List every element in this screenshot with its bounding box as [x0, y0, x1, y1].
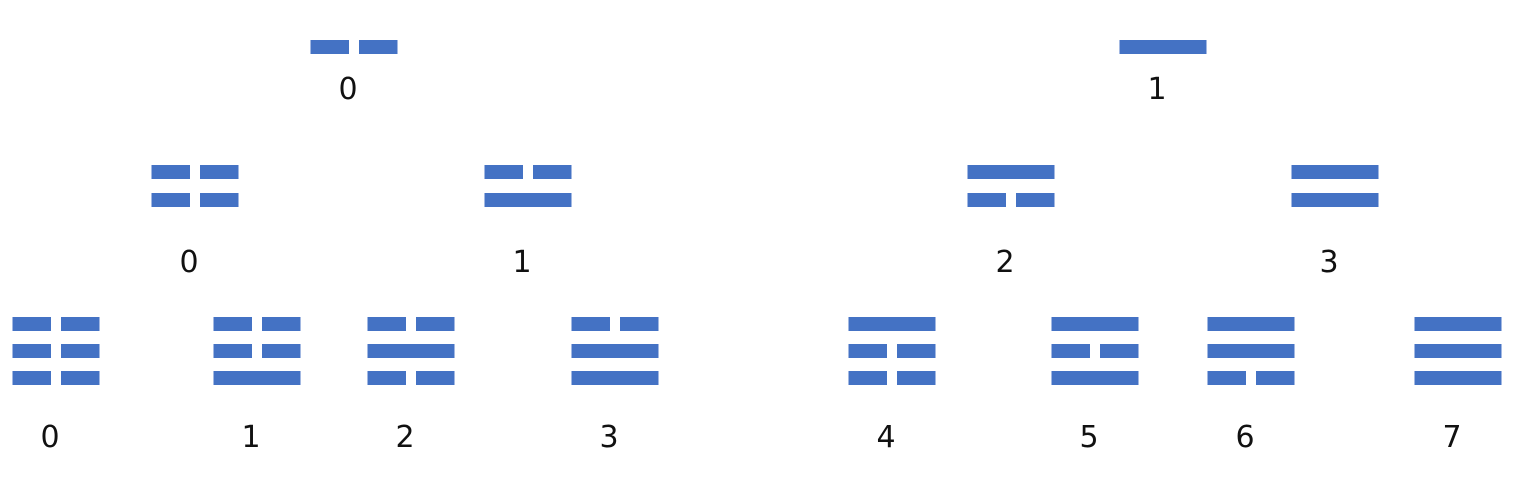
solid-line [1414, 371, 1502, 385]
broken-line-segment [967, 193, 1006, 207]
symbol-number-label: 2 [395, 420, 414, 455]
broken-line-segment [848, 371, 887, 385]
symbol-number-label: 0 [40, 420, 59, 455]
broken-line-segment [1207, 371, 1246, 385]
symbol-number-label: 3 [599, 420, 618, 455]
broken-line-segment [61, 371, 100, 385]
broken-line-segment [484, 165, 523, 179]
broken-line-segment [367, 317, 406, 331]
solid-line [1051, 371, 1139, 385]
symbol-number-label: 0 [338, 72, 357, 107]
symbol-number-label: 1 [512, 245, 531, 280]
solid-line [1051, 317, 1139, 331]
solid-line [967, 165, 1055, 179]
broken-line-segment [151, 193, 190, 207]
symbol-number-label: 0 [179, 245, 198, 280]
symbol-3-5: 5 [1051, 317, 1139, 455]
solid-line [484, 193, 572, 207]
solid-line [1207, 344, 1295, 358]
broken-line-segment [262, 317, 301, 331]
solid-line [367, 344, 455, 358]
symbol-3-2: 2 [367, 317, 455, 455]
broken-line-segment [897, 344, 936, 358]
symbol-number-label: 2 [995, 245, 1014, 280]
solid-line [1207, 317, 1295, 331]
broken-line-segment [310, 40, 349, 54]
broken-line-segment [213, 317, 252, 331]
broken-line-segment [367, 371, 406, 385]
broken-line-segment [61, 344, 100, 358]
solid-line [1291, 193, 1379, 207]
broken-line-segment [571, 317, 610, 331]
solid-line [1119, 40, 1207, 54]
broken-line-segment [200, 193, 239, 207]
broken-line-segment [61, 317, 100, 331]
solid-line [571, 371, 659, 385]
broken-line-segment [416, 371, 455, 385]
symbol-number-label: 7 [1442, 420, 1461, 455]
broken-line-segment [848, 344, 887, 358]
broken-line-segment [200, 165, 239, 179]
broken-line-segment [151, 165, 190, 179]
symbol-number-label: 5 [1079, 420, 1098, 455]
level-3: 0 1 2 3 4 5 6 7 [12, 317, 1502, 455]
broken-line-segment [359, 40, 398, 54]
symbol-2-0: 0 [151, 165, 239, 280]
symbol-1-1: 1 [1119, 40, 1207, 107]
solid-line [213, 371, 301, 385]
symbol-number-label: 6 [1235, 420, 1254, 455]
symbol-1-0: 0 [310, 40, 398, 107]
broken-line-segment [533, 165, 572, 179]
symbol-3-0: 0 [12, 317, 100, 455]
symbol-3-7: 7 [1414, 317, 1502, 455]
broken-line-segment [620, 317, 659, 331]
broken-line-segment [1016, 193, 1055, 207]
broken-line-segment [12, 371, 51, 385]
level-2: 0 1 2 3 [151, 165, 1379, 280]
symbol-2-3: 3 [1291, 165, 1379, 280]
symbol-number-label: 3 [1319, 245, 1338, 280]
broken-line-segment [1051, 344, 1090, 358]
broken-line-segment [213, 344, 252, 358]
symbol-2-1: 1 [484, 165, 572, 280]
solid-line [1291, 165, 1379, 179]
symbol-2-2: 2 [967, 165, 1055, 280]
broken-line-segment [12, 344, 51, 358]
broken-line-segment [12, 317, 51, 331]
solid-line [1414, 344, 1502, 358]
symbol-3-6: 6 [1207, 317, 1295, 455]
solid-line [571, 344, 659, 358]
broken-line-segment [262, 344, 301, 358]
broken-line-segment [1256, 371, 1295, 385]
symbol-number-label: 1 [1147, 72, 1166, 107]
solid-line [848, 317, 936, 331]
broken-line-segment [897, 371, 936, 385]
symbol-3-3: 3 [571, 317, 659, 455]
broken-line-segment [416, 317, 455, 331]
symbol-number-label: 1 [241, 420, 260, 455]
symbol-number-label: 4 [876, 420, 895, 455]
symbol-3-1: 1 [213, 317, 301, 455]
solid-line [1414, 317, 1502, 331]
symbol-3-4: 4 [848, 317, 936, 455]
broken-line-segment [1100, 344, 1139, 358]
